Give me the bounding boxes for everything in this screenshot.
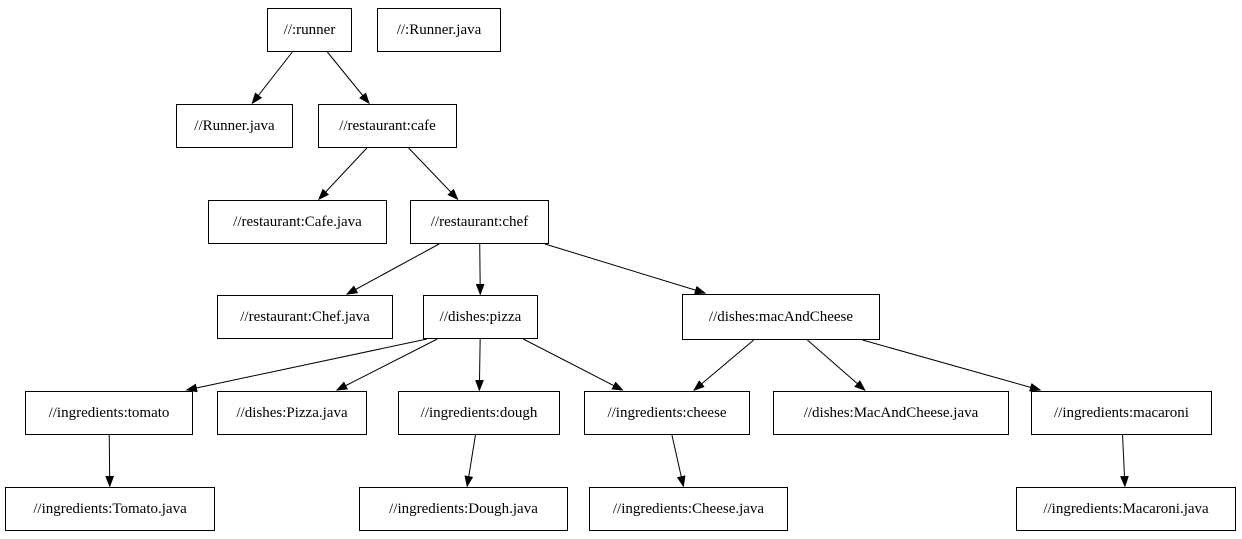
edges-group bbox=[105, 51, 1129, 488]
graph-node-label: //dishes:pizza bbox=[439, 308, 522, 325]
graph-node-runner-java: //Runner.java bbox=[176, 104, 293, 148]
graph-node-label: //:Runner.java bbox=[396, 21, 482, 38]
graph-node-label: //restaurant:cafe bbox=[339, 117, 436, 134]
graph-node-label: //restaurant:Cafe.java bbox=[233, 213, 362, 230]
graph-node-mac-java: //dishes:MacAndCheese.java bbox=[773, 391, 1009, 435]
graph-node-mac-and-cheese: //dishes:macAndCheese bbox=[682, 294, 880, 340]
graph-node-tomato: //ingredients:tomato bbox=[25, 391, 193, 435]
graph-node-cafe-java: //restaurant:Cafe.java bbox=[208, 200, 387, 244]
graph-edge-chef-to-mac-and-cheese bbox=[544, 243, 707, 295]
graph-node-chef: //restaurant:chef bbox=[410, 200, 549, 244]
graph-edge-macaroni-to-macaroni-java bbox=[1120, 434, 1129, 488]
graph-edge-tomato-to-tomato-java bbox=[105, 434, 115, 488]
graph-edge-runner-to-cafe bbox=[326, 51, 370, 105]
graph-node-macaroni: //ingredients:macaroni bbox=[1031, 391, 1212, 435]
graph-node-label: //dishes:macAndCheese bbox=[708, 308, 854, 325]
graph-node-macaroni-java: //ingredients:Macaroni.java bbox=[1016, 487, 1236, 531]
graph-edge-runner-to-runner-java bbox=[251, 51, 293, 105]
graph-edge-pizza-to-pizza-java bbox=[335, 338, 438, 391]
graph-node-label: //ingredients:Macaroni.java bbox=[1043, 500, 1209, 517]
graph-node-pizza-java: //dishes:Pizza.java bbox=[217, 391, 367, 435]
graph-edge-mac-and-cheese-to-mac-java bbox=[807, 339, 866, 391]
graph-node-tomato-java: //ingredients:Tomato.java bbox=[5, 487, 215, 531]
graph-edge-chef-to-chef-java bbox=[345, 243, 440, 295]
graph-node-cheese: //ingredients:cheese bbox=[584, 391, 750, 435]
graph-node-cheese-java: //ingredients:Cheese.java bbox=[589, 487, 788, 531]
graph-node-label: //ingredients:Tomato.java bbox=[33, 500, 187, 517]
graph-edge-pizza-to-cheese bbox=[523, 338, 624, 391]
graph-node-runner-java-src: //:Runner.java bbox=[377, 8, 501, 52]
graph-edge-mac-and-cheese-to-cheese bbox=[693, 339, 755, 391]
graph-node-label: //ingredients:Dough.java bbox=[389, 500, 538, 517]
graph-node-pizza: //dishes:pizza bbox=[423, 295, 538, 339]
graph-node-label: //ingredients:cheese bbox=[607, 404, 727, 421]
graph-node-label: //Runner.java bbox=[194, 117, 275, 134]
graph-node-chef-java: //restaurant:Chef.java bbox=[217, 295, 393, 339]
graph-node-label: //:runner bbox=[283, 21, 336, 38]
graph-edge-pizza-to-dough bbox=[475, 338, 484, 392]
graph-node-label: //dishes:Pizza.java bbox=[236, 404, 348, 421]
graph-node-label: //dishes:MacAndCheese.java bbox=[803, 404, 979, 421]
graph-node-label: //ingredients:dough bbox=[420, 404, 538, 421]
graph-edge-mac-and-cheese-to-macaroni bbox=[862, 339, 1042, 392]
graph-edge-pizza-to-tomato bbox=[185, 338, 428, 393]
graph-edge-cafe-to-chef bbox=[408, 147, 459, 201]
graph-node-runner: //:runner bbox=[267, 8, 352, 52]
graph-node-label: //ingredients:tomato bbox=[48, 404, 170, 421]
graph-node-cafe: //restaurant:cafe bbox=[318, 104, 457, 148]
graph-node-label: //restaurant:chef bbox=[430, 213, 529, 230]
graph-edge-dough-to-dough-java bbox=[464, 434, 476, 488]
graph-node-label: //ingredients:macaroni bbox=[1054, 404, 1189, 421]
graph-node-dough: //ingredients:dough bbox=[398, 391, 560, 435]
graph-edge-chef-to-pizza bbox=[475, 243, 485, 296]
graph-node-dough-java: //ingredients:Dough.java bbox=[359, 487, 568, 531]
graph-node-label: //restaurant:Chef.java bbox=[240, 308, 370, 325]
graph-edge-cheese-to-cheese-java bbox=[671, 434, 686, 488]
graph-node-label: //ingredients:Cheese.java bbox=[612, 500, 765, 517]
graph-edge-cafe-to-cafe-java bbox=[318, 147, 368, 201]
